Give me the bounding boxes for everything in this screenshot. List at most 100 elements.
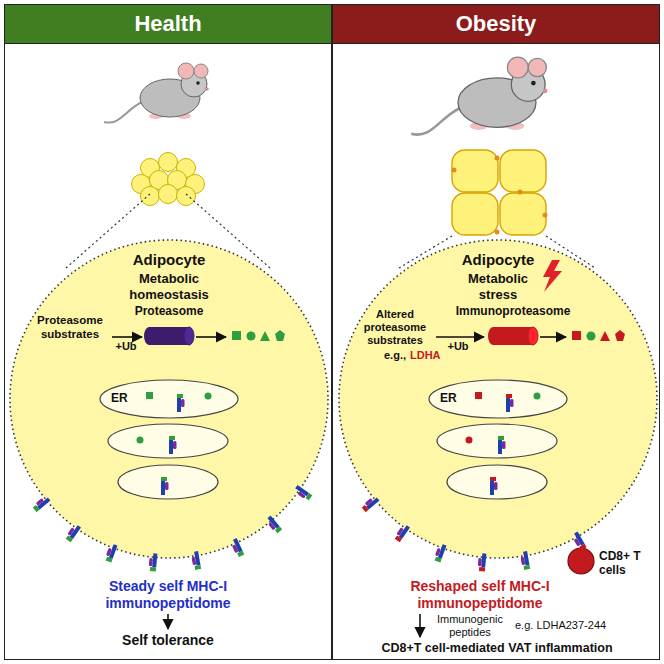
node-text: ER [111, 391, 137, 405]
mhc-b2m [521, 557, 526, 565]
outcome-label: Reshaped self MHC-I immunopeptidome [370, 578, 590, 612]
fat-spot [518, 190, 523, 195]
mhc-b2m [106, 548, 112, 557]
mhc-peptide [479, 567, 485, 572]
mhc-b2m [173, 441, 177, 449]
peptide [260, 331, 270, 341]
protein-label: LDHA [410, 349, 450, 362]
er-lumen [437, 424, 557, 458]
immunoproteasome-cylinder: Immunoproteasome [451, 304, 575, 350]
node-text: ER [440, 391, 466, 405]
mouse-ear [178, 63, 194, 79]
mouse-figure [411, 57, 547, 135]
zoom-line [546, 236, 595, 268]
fat-spot [495, 156, 500, 161]
mhc-b2m [67, 527, 74, 536]
er-lumen [447, 465, 547, 499]
mhc-molecule [506, 394, 514, 412]
mhc-b2m [36, 498, 44, 506]
mhc-peptide [490, 477, 496, 481]
mhc-molecule [161, 477, 169, 495]
mhc-peptide [362, 505, 369, 512]
mouse-tail [411, 108, 460, 135]
mhc-molecule [293, 485, 312, 501]
mhc-molecule [394, 523, 410, 542]
adipocyte-cell: AdipocyteMetabolic stressImmunoproteasom… [338, 239, 658, 559]
peptide [466, 437, 473, 444]
mhc-molecule [230, 538, 244, 557]
fat-spot [495, 230, 500, 235]
substrate-label: Proteasome substrates [30, 314, 110, 342]
fat-cell [186, 175, 205, 194]
mouse-body [458, 78, 536, 127]
mhc-heavy-chain [37, 498, 50, 510]
mouse-tail [104, 102, 142, 123]
outcome-label: CD8+T cell-mediated VAT inflammation [337, 641, 657, 656]
zoom-line [186, 194, 270, 268]
cell-membrane [339, 240, 657, 558]
mouse-figure [104, 63, 209, 123]
mhc-heavy-chain [268, 516, 280, 529]
peptide [232, 331, 241, 340]
er-oval: ER [428, 379, 568, 419]
fat-cell [500, 150, 546, 192]
mhc-molecule [498, 436, 506, 454]
mhc-heavy-chain [490, 481, 494, 495]
cylinder-body [493, 327, 533, 345]
mhc-peptide [237, 551, 244, 557]
mhc-peptide [395, 536, 402, 543]
fat-cell [452, 193, 498, 235]
mouse-head [181, 71, 207, 97]
mhc-molecule [191, 551, 202, 570]
mouse-foot [470, 122, 488, 130]
mhc-b2m [365, 498, 373, 506]
mhc-heavy-chain [523, 551, 529, 565]
example-label: e.g., [384, 349, 412, 362]
mhc-heavy-chain [574, 532, 584, 546]
peptide-label: e.g. LDHA237-244 [515, 619, 645, 632]
zoom-line [399, 236, 452, 268]
fat-cell [150, 171, 169, 190]
mhc-molecule [477, 553, 486, 572]
node-text: Immunoproteasome [451, 304, 575, 318]
mhc-b2m [297, 491, 306, 498]
ubiquitin-label: +Ub [443, 340, 473, 353]
fat-cell [500, 193, 546, 235]
fat-cell [141, 159, 160, 178]
mhc-peptide [177, 394, 183, 398]
mhc-molecule [490, 477, 498, 495]
mhc-heavy-chain [295, 485, 309, 496]
mhc-molecule [148, 553, 157, 572]
fat-cell [141, 187, 160, 206]
mhc-peptide [506, 394, 512, 398]
fat-cell [168, 171, 187, 190]
mhc-peptide [498, 436, 504, 440]
fat-spot [543, 213, 548, 218]
ubiquitin-label: +Ub [111, 340, 141, 353]
adipocyte-cell: AdipocyteMetabolic homeostasisProteasome… [9, 239, 329, 559]
peptide [137, 437, 144, 444]
cylinder-body [149, 327, 189, 345]
peptide [475, 392, 482, 399]
er-lumen [108, 424, 228, 458]
t-cell: CD8+ T cells [567, 547, 595, 575]
mhc-molecule [177, 394, 185, 412]
mouse-foot [177, 113, 191, 119]
mhc-molecule [65, 523, 81, 542]
node-text: Metabolic homeostasis [124, 271, 214, 302]
mhc-b2m [165, 482, 169, 490]
peptide [146, 392, 153, 399]
mhc-heavy-chain [194, 551, 200, 565]
mhc-peptide [106, 557, 113, 563]
mhc-peptide [195, 565, 202, 570]
mhc-heavy-chain [177, 398, 181, 412]
arrow [167, 614, 169, 629]
arrow [540, 336, 566, 338]
er-lumen [100, 380, 238, 418]
stress-bolt [543, 260, 562, 292]
mouse-ear [528, 58, 546, 76]
note-label: Immunogenic peptides [428, 613, 512, 639]
mhc-b2m [192, 557, 197, 565]
cylinder-end [528, 327, 538, 345]
